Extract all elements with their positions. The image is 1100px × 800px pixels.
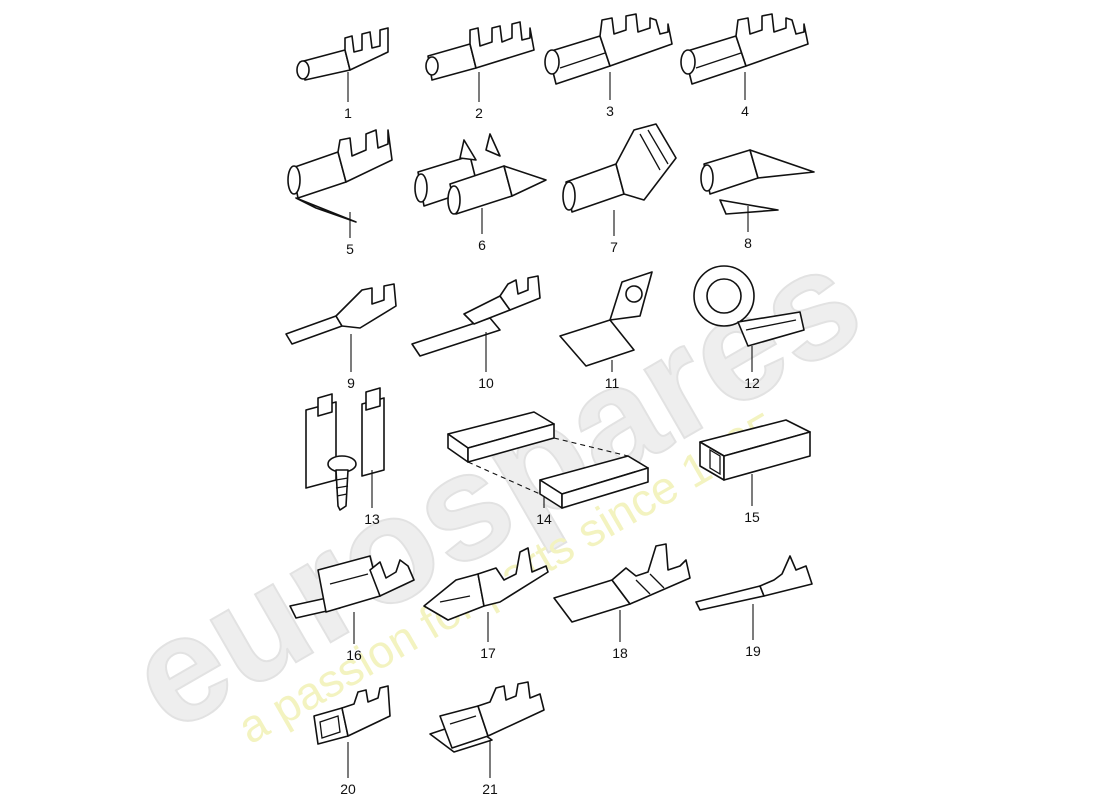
callout-21: 21 xyxy=(482,781,498,797)
callout-8: 8 xyxy=(744,235,752,251)
part-11-terminal[interactable] xyxy=(559,271,653,372)
callout-2: 2 xyxy=(475,105,483,121)
callout-7: 7 xyxy=(610,239,618,255)
callout-14: 14 xyxy=(536,511,552,527)
part-8-terminal[interactable] xyxy=(700,149,815,232)
part-5-terminal[interactable] xyxy=(287,129,393,238)
part-2-terminal[interactable] xyxy=(425,21,535,102)
callout-9: 9 xyxy=(347,375,355,391)
watermark: eurospares a passion for parts since 198… xyxy=(101,212,887,764)
callout-20: 20 xyxy=(340,781,356,797)
callout-6: 6 xyxy=(478,237,486,253)
callout-13: 13 xyxy=(364,511,380,527)
part-21-terminal[interactable] xyxy=(429,681,545,778)
watermark-brand: eurospares xyxy=(102,213,886,763)
part-4-terminal[interactable] xyxy=(680,13,809,100)
part-3-terminal[interactable] xyxy=(544,13,673,100)
part-16-terminal[interactable] xyxy=(289,555,415,644)
callout-5: 5 xyxy=(346,241,354,257)
part-9-terminal[interactable] xyxy=(285,283,397,372)
callout-12: 12 xyxy=(744,375,760,391)
callout-15: 15 xyxy=(744,509,760,525)
callout-16: 16 xyxy=(346,647,362,663)
part-6-terminal[interactable] xyxy=(414,133,547,234)
part-10-terminal[interactable] xyxy=(411,275,541,372)
callout-4: 4 xyxy=(741,103,749,119)
callout-19: 19 xyxy=(745,643,761,659)
part-14-connector[interactable] xyxy=(447,411,649,509)
part-15-connector[interactable] xyxy=(699,419,811,506)
callout-labels: 1 2 3 4 5 6 7 8 9 10 11 12 13 14 15 16 1… xyxy=(340,103,761,797)
callout-11: 11 xyxy=(605,375,620,391)
part-7-terminal[interactable] xyxy=(562,123,677,236)
part-17-terminal[interactable] xyxy=(423,547,549,642)
callout-10: 10 xyxy=(478,375,494,391)
callout-3: 3 xyxy=(606,103,614,119)
part-12-terminal[interactable] xyxy=(693,265,805,372)
part-1-terminal[interactable] xyxy=(296,27,389,102)
callout-1: 1 xyxy=(344,105,352,121)
part-13-terminal[interactable] xyxy=(305,387,385,511)
part-18-terminal[interactable] xyxy=(553,543,691,642)
callout-17: 17 xyxy=(480,645,496,661)
part-20-terminal[interactable] xyxy=(313,685,391,778)
part-19-terminal[interactable] xyxy=(695,555,813,640)
callout-18: 18 xyxy=(612,645,628,661)
